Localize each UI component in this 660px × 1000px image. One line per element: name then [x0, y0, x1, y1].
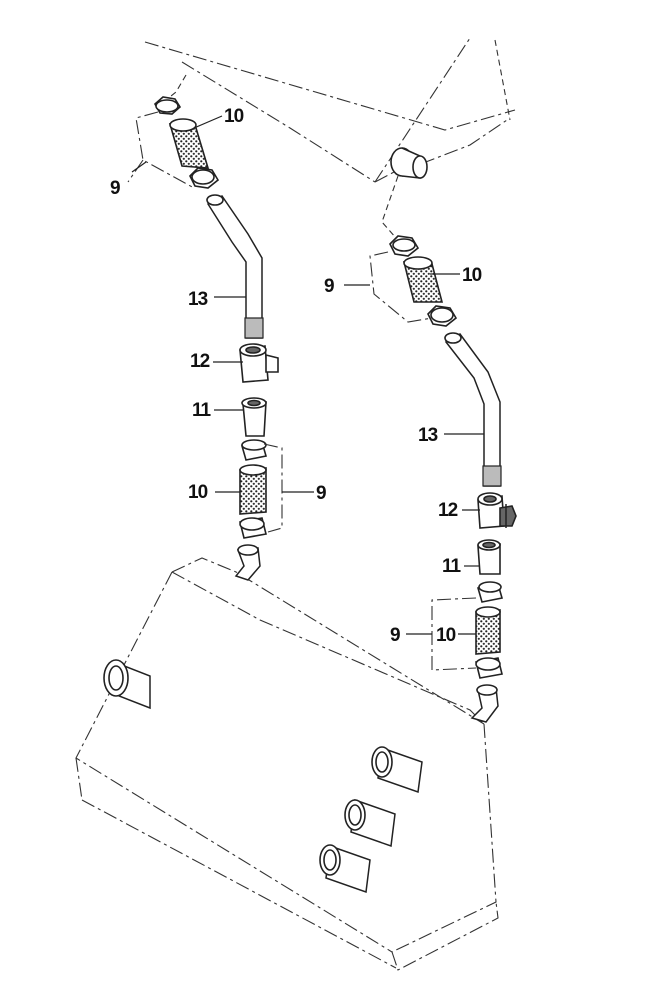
right-valve-fitting	[477, 492, 517, 529]
callout-left-10-top: 10	[224, 106, 244, 127]
callout-left-10-bottom: 10	[188, 482, 208, 503]
left-bent-pipe	[206, 194, 264, 339]
left-top-strainer	[168, 118, 210, 169]
callout-right-13: 13	[418, 425, 438, 446]
left-bottom-strainer	[239, 464, 267, 515]
left-tank-outlet	[234, 544, 261, 581]
callout-right-12: 12	[438, 500, 458, 521]
callout-right-9-top: 9	[324, 276, 334, 297]
callout-right-9-bottom: 9	[390, 625, 400, 646]
callout-left-9-bottom: 9	[316, 483, 326, 504]
upper-housing	[144, 37, 516, 183]
left-adapter	[241, 397, 267, 437]
left-valve-fitting	[239, 343, 279, 383]
left-bottom-nut-2	[239, 517, 267, 539]
callout-right-10-bottom: 10	[436, 625, 456, 646]
right-assembly	[369, 175, 517, 723]
right-tank-outlet	[470, 684, 499, 723]
right-top-nut	[389, 235, 420, 257]
right-callouts: 9 10 13 12 11 9 10	[324, 265, 484, 646]
right-bottom-strainer	[475, 606, 501, 655]
callout-left-13: 13	[188, 289, 208, 310]
tank-front-port-3	[319, 844, 371, 894]
callout-left-9-top: 9	[110, 178, 120, 199]
callout-right-10-top: 10	[462, 265, 482, 286]
left-assembly	[127, 74, 283, 581]
left-callouts: 9 10 13 12 11 10 9	[110, 106, 327, 504]
tank-front-port-2	[344, 798, 396, 848]
right-bent-pipe	[444, 332, 502, 487]
right-top-nut-2	[427, 305, 458, 327]
callout-left-12: 12	[190, 351, 210, 372]
callout-left-11: 11	[192, 400, 212, 421]
right-bottom-nut	[476, 581, 504, 603]
right-top-strainer	[402, 256, 444, 303]
callout-right-11: 11	[442, 556, 462, 577]
tank-side-port	[103, 659, 151, 710]
left-bottom-nut	[240, 439, 268, 461]
right-bottom-nut-2	[475, 657, 503, 679]
tank-front-port-1	[371, 746, 423, 794]
lower-tank	[75, 557, 499, 971]
left-top-nut-2	[189, 167, 220, 189]
right-adapter	[477, 539, 501, 575]
upper-housing-port	[390, 147, 428, 179]
left-top-nut	[153, 96, 182, 115]
